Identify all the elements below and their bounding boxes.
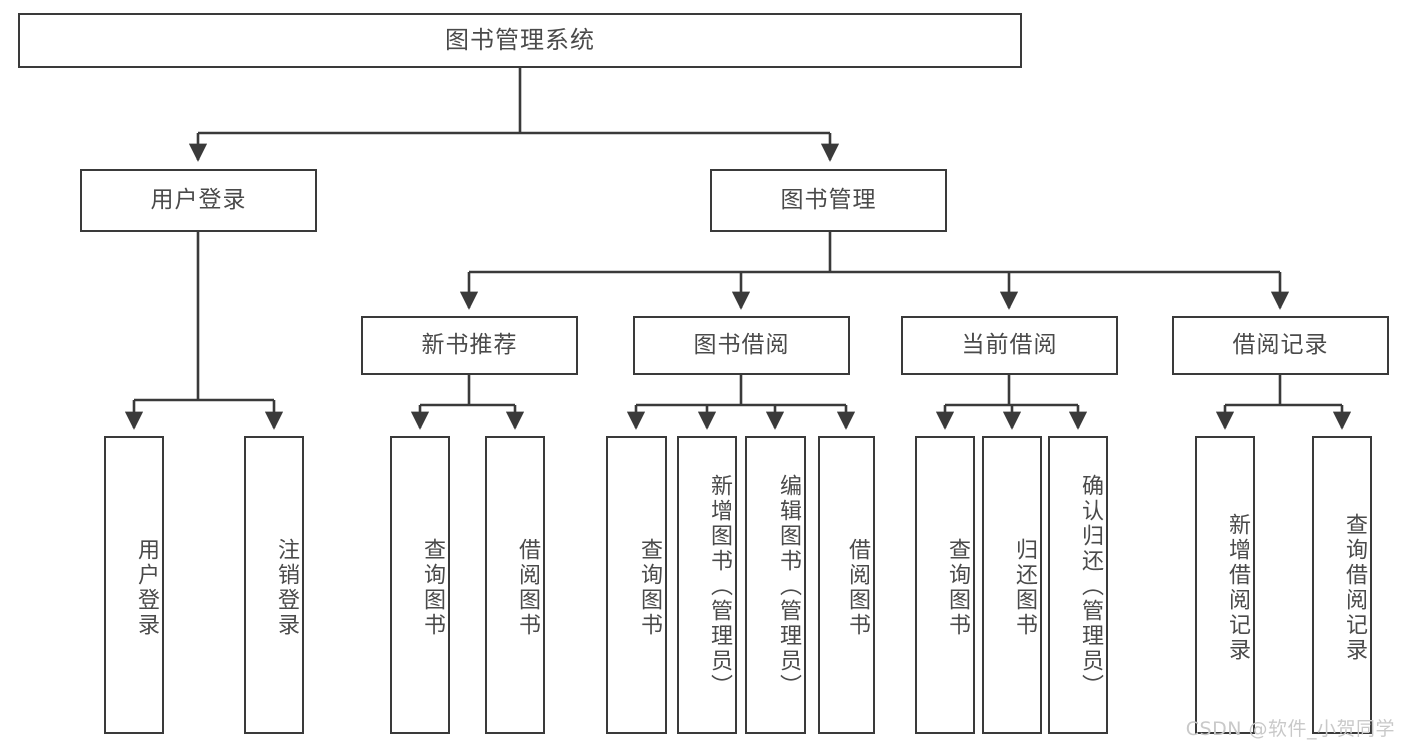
node-label: 借阅记录: [1232, 331, 1329, 358]
node-label: 用户登录: [150, 186, 247, 213]
leaf-add-borrow-record[interactable]: 新增借阅记录: [1195, 436, 1255, 734]
node-root-system[interactable]: 图书管理系统: [18, 13, 1022, 68]
node-label: 注销登录: [274, 538, 299, 638]
node-label: 新书推荐: [421, 331, 518, 358]
node-book-borrow[interactable]: 图书借阅: [633, 316, 850, 375]
node-label: 查询图书: [420, 538, 445, 638]
leaf-add-book-admin[interactable]: 新增图书（管理员）: [677, 436, 737, 734]
node-label: 借阅图书: [845, 538, 870, 638]
node-label: 查询借阅记录: [1342, 513, 1367, 663]
node-new-book-recommend[interactable]: 新书推荐: [361, 316, 578, 375]
leaf-return-books[interactable]: 归还图书: [982, 436, 1042, 734]
csdn-watermark: CSDN @软件_小贺同学: [1185, 718, 1395, 740]
leaf-confirm-return-admin[interactable]: 确认归还（管理员）: [1048, 436, 1108, 734]
leaf-query-books-current[interactable]: 查询图书: [915, 436, 975, 734]
node-label: 用户登录: [134, 538, 159, 638]
node-borrow-record[interactable]: 借阅记录: [1172, 316, 1389, 375]
node-label: 图书管理系统: [445, 26, 595, 55]
leaf-user-login[interactable]: 用户登录: [104, 436, 164, 734]
node-label: 查询图书: [945, 538, 970, 638]
node-label: 图书管理: [780, 186, 877, 213]
node-label: 确认归还（管理员）: [1078, 474, 1103, 699]
node-label: 借阅图书: [515, 538, 540, 638]
leaf-query-books-recommend[interactable]: 查询图书: [390, 436, 450, 734]
node-label: 归还图书: [1012, 538, 1037, 638]
leaf-query-books-borrow[interactable]: 查询图书: [606, 436, 667, 734]
node-book-management[interactable]: 图书管理: [710, 169, 947, 232]
node-label: 新增借阅记录: [1225, 513, 1250, 663]
node-label: 当前借阅: [961, 331, 1058, 358]
node-label: 图书借阅: [693, 331, 790, 358]
leaf-logout[interactable]: 注销登录: [244, 436, 304, 734]
node-current-borrow[interactable]: 当前借阅: [901, 316, 1118, 375]
leaf-borrow-books[interactable]: 借阅图书: [818, 436, 875, 734]
node-label: 编辑图书（管理员）: [776, 474, 801, 699]
leaf-borrow-books-recommend[interactable]: 借阅图书: [485, 436, 545, 734]
leaf-edit-book-admin[interactable]: 编辑图书（管理员）: [745, 436, 806, 734]
node-user-login[interactable]: 用户登录: [80, 169, 317, 232]
node-label: 新增图书（管理员）: [707, 474, 732, 699]
node-label: 查询图书: [637, 538, 662, 638]
leaf-query-borrow-record[interactable]: 查询借阅记录: [1312, 436, 1372, 734]
